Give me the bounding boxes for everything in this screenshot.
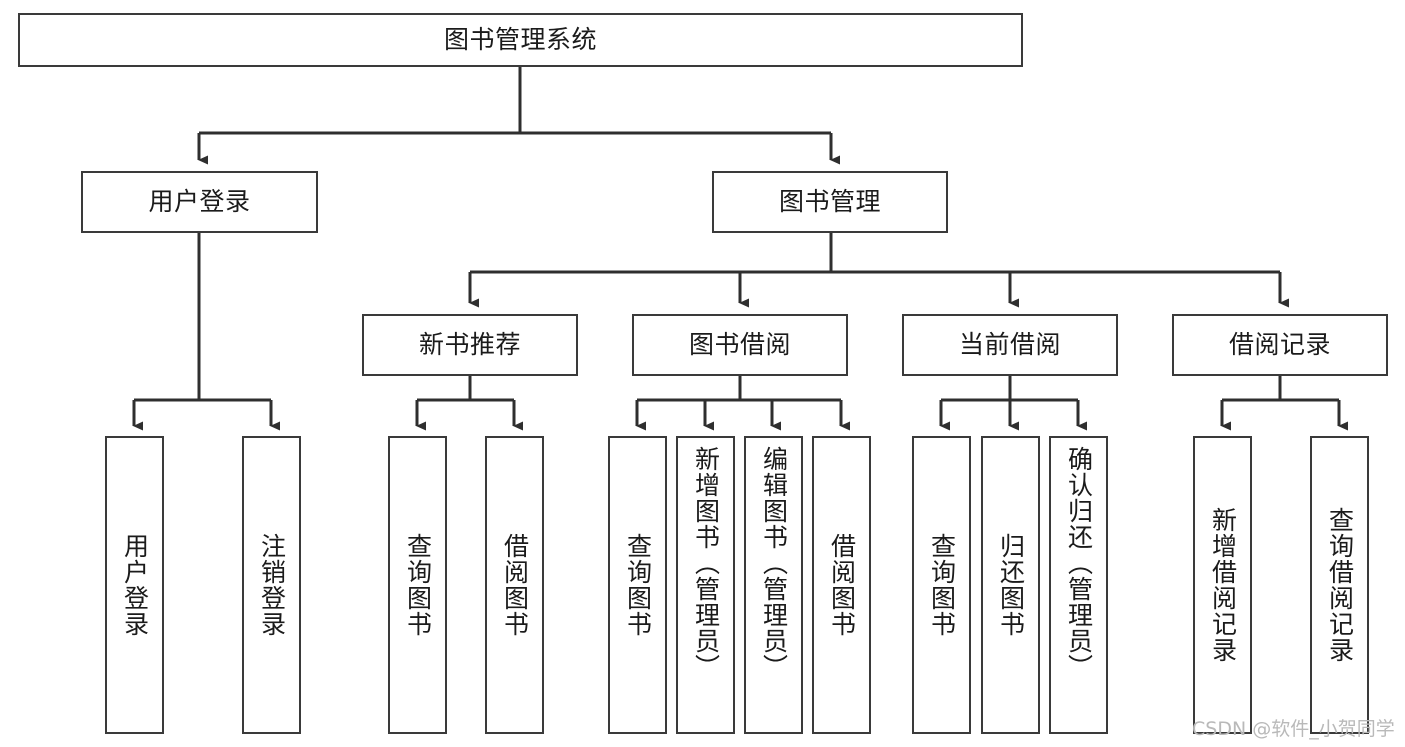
- node-current-borrow-label: 当前借阅: [958, 330, 1061, 360]
- leaf-user-login-login[interactable]: 用户登录: [105, 436, 164, 734]
- leaf-current-borrow-query-label: 查询图书: [927, 533, 957, 637]
- leaf-current-borrow-return-label: 归还图书: [996, 533, 1026, 637]
- node-book-borrow[interactable]: 图书借阅: [632, 314, 848, 376]
- node-new-book-recommend[interactable]: 新书推荐: [362, 314, 578, 376]
- leaf-book-borrow-add-label: 新增图书（管理员）: [691, 446, 721, 680]
- leaf-book-borrow-query-label: 查询图书: [623, 533, 653, 637]
- node-book-management[interactable]: 图书管理: [712, 171, 948, 233]
- csdn-watermark: CSDN @软件_小贺同学: [1192, 718, 1395, 740]
- leaf-book-borrow-query[interactable]: 查询图书: [608, 436, 667, 734]
- leaf-borrow-record-query-label: 查询借阅记录: [1325, 507, 1355, 663]
- leaf-borrow-record-query[interactable]: 查询借阅记录: [1310, 436, 1369, 734]
- leaf-borrow-record-add[interactable]: 新增借阅记录: [1193, 436, 1252, 734]
- leaf-user-login-login-label: 用户登录: [120, 533, 150, 637]
- leaf-current-borrow-return[interactable]: 归还图书: [981, 436, 1040, 734]
- leaf-new-book-query-label: 查询图书: [403, 533, 433, 637]
- leaf-user-login-logout[interactable]: 注销登录: [242, 436, 301, 734]
- node-user-login[interactable]: 用户登录: [81, 171, 318, 233]
- node-book-borrow-label: 图书借阅: [688, 330, 791, 360]
- leaf-current-borrow-confirm-return-label: 确认归还（管理员）: [1064, 446, 1094, 680]
- leaf-current-borrow-confirm-return[interactable]: 确认归还（管理员）: [1049, 436, 1108, 734]
- leaf-book-borrow-add[interactable]: 新增图书（管理员）: [676, 436, 735, 734]
- node-borrow-record-label: 借阅记录: [1228, 330, 1331, 360]
- leaf-user-login-logout-label: 注销登录: [257, 533, 287, 637]
- node-root-system-label: 图书管理系统: [443, 25, 597, 55]
- node-root-system[interactable]: 图书管理系统: [18, 13, 1023, 67]
- leaf-borrow-record-add-label: 新增借阅记录: [1208, 507, 1238, 663]
- leaf-new-book-borrow-label: 借阅图书: [500, 533, 530, 637]
- node-new-book-recommend-label: 新书推荐: [418, 330, 521, 360]
- leaf-new-book-borrow[interactable]: 借阅图书: [485, 436, 544, 734]
- node-borrow-record[interactable]: 借阅记录: [1172, 314, 1388, 376]
- leaf-new-book-query[interactable]: 查询图书: [388, 436, 447, 734]
- node-current-borrow[interactable]: 当前借阅: [902, 314, 1118, 376]
- node-book-management-label: 图书管理: [778, 187, 881, 217]
- node-user-login-label: 用户登录: [148, 187, 251, 217]
- leaf-book-borrow-edit[interactable]: 编辑图书（管理员）: [744, 436, 803, 734]
- leaf-book-borrow-borrow[interactable]: 借阅图书: [812, 436, 871, 734]
- leaf-book-borrow-borrow-label: 借阅图书: [827, 533, 857, 637]
- leaf-current-borrow-query[interactable]: 查询图书: [912, 436, 971, 734]
- leaf-book-borrow-edit-label: 编辑图书（管理员）: [759, 446, 789, 680]
